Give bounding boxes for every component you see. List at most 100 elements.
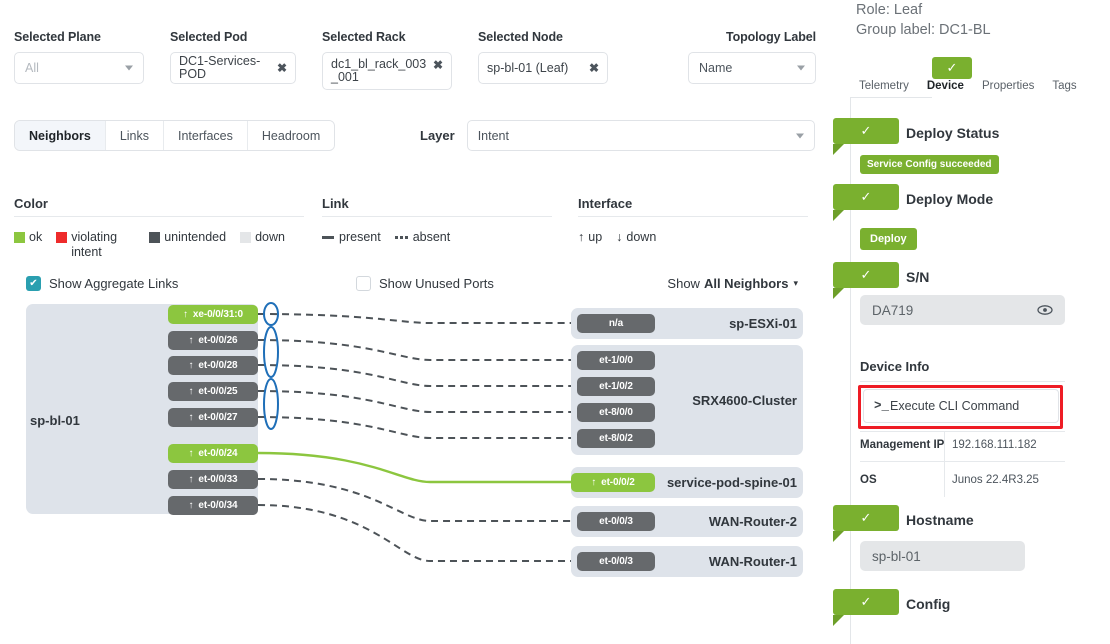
port-label: et-8/0/0	[599, 407, 633, 418]
eye-icon[interactable]	[1037, 303, 1053, 317]
port-chip-source-4[interactable]: ↑et-0/0/27	[168, 408, 258, 427]
deploy-mode-badge[interactable]: Deploy	[860, 228, 917, 250]
filter-bar: Selected Plane All Selected Pod DC1-Serv…	[0, 30, 828, 92]
legend-item-violating-intent: violating intent	[56, 230, 135, 260]
device-tab-status-badge: ✓	[932, 57, 972, 79]
link-paths	[257, 302, 572, 562]
serial-number-field[interactable]: DA719	[860, 295, 1065, 325]
divider	[850, 97, 932, 98]
port-chip-neighbor-1-1[interactable]: et-1/0/2	[577, 377, 655, 396]
tab-telemetry[interactable]: Telemetry	[859, 80, 909, 92]
filter-topology-label: Topology Label Name	[688, 30, 816, 84]
layer-label: Layer	[420, 128, 455, 143]
dotted-line-icon	[394, 236, 408, 239]
close-icon[interactable]: ✖	[588, 61, 599, 75]
port-chip-neighbor-2-0[interactable]: ↑et-0/0/2	[571, 473, 655, 492]
tab-links[interactable]: Links	[105, 121, 164, 150]
port-chip-neighbor-0-0[interactable]: n/a	[577, 314, 655, 333]
link-dashed	[257, 339, 571, 361]
port-chip-neighbor-1-2[interactable]: et-8/0/0	[577, 403, 655, 422]
port-chip-source-7[interactable]: ↑et-0/0/34	[168, 496, 258, 515]
serial-number-value: DA719	[872, 302, 914, 318]
terminal-prompt-icon: >_	[874, 399, 890, 413]
topology-graph[interactable]: sp-bl-01 ↑xe-0/0/31:0 ↑et-0/0/26 ↑et-0/0…	[0, 300, 828, 600]
show-unused-ports-toggle[interactable]: Show Unused Ports	[356, 276, 494, 291]
checkbox-checked-icon[interactable]: ✔	[26, 276, 41, 291]
port-chip-neighbor-1-0[interactable]: et-1/0/0	[577, 351, 655, 370]
show-unused-ports-label: Show Unused Ports	[379, 276, 494, 291]
topology-label-select[interactable]: Name	[688, 52, 816, 84]
port-chip-source-0[interactable]: ↑xe-0/0/31:0	[168, 305, 258, 324]
selected-rack-value: dc1_bl_rack_003_001	[331, 57, 427, 84]
port-label: et-0/0/24	[198, 448, 238, 459]
port-label: et-1/0/0	[599, 355, 633, 366]
legend-color: Color ok violating intent unintended do	[14, 196, 304, 260]
legend-label: down	[255, 230, 285, 244]
arrow-up-icon: ↑	[578, 230, 585, 244]
selected-pod-select[interactable]: DC1-Services-POD ✖	[170, 52, 296, 84]
selected-plane-value: All	[25, 61, 39, 75]
legend-item-up: ↑ up	[578, 230, 602, 244]
show-neighbors-dropdown[interactable]: Show All Neighbors ▾	[667, 276, 798, 291]
legend-interface: Interface ↑ up ↓ down	[578, 196, 808, 244]
panel-header: Role: Leaf Group label: DC1-BL	[856, 0, 991, 40]
hostname-value: sp-bl-01	[872, 548, 921, 564]
layer-select[interactable]: Intent	[466, 120, 815, 151]
selected-node-select[interactable]: sp-bl-01 (Leaf) ✖	[478, 52, 608, 84]
port-chip-neighbor-1-3[interactable]: et-8/0/2	[577, 429, 655, 448]
port-chip-source-5[interactable]: ↑et-0/0/24	[168, 444, 258, 463]
hostname-field[interactable]: sp-bl-01	[860, 541, 1025, 571]
port-chip-source-3[interactable]: ↑et-0/0/25	[168, 382, 258, 401]
legend-item-present: present	[322, 230, 381, 244]
legend-label: unintended	[164, 230, 227, 244]
os-key: OS	[860, 474, 877, 486]
tab-interfaces[interactable]: Interfaces	[164, 121, 248, 150]
port-chip-neighbor-4-0[interactable]: et-0/0/3	[577, 552, 655, 571]
highlight-annotation	[858, 385, 1063, 429]
legend-item-unintended: unintended	[149, 230, 226, 244]
chevron-down-icon	[796, 133, 804, 138]
close-icon[interactable]: ✖	[276, 61, 287, 75]
filter-selected-pod: Selected Pod DC1-Services-POD ✖	[170, 30, 296, 84]
selected-rack-select[interactable]: dc1_bl_rack_003_001 ✖	[322, 52, 452, 90]
port-label: n/a	[608, 318, 624, 329]
legend-title: Link	[322, 196, 349, 211]
tab-device[interactable]: Device	[926, 80, 964, 92]
layer-control: Layer Intent	[420, 120, 815, 151]
check-circle-icon: ✓	[860, 189, 872, 204]
selected-node-value: sp-bl-01 (Leaf)	[487, 60, 569, 75]
link-dashed	[257, 478, 571, 522]
color-swatch-ok	[14, 232, 25, 243]
port-chip-source-6[interactable]: ↑et-0/0/33	[168, 470, 258, 489]
arrow-up-icon: ↑	[591, 477, 597, 488]
legend-link: Link present absent	[322, 196, 552, 244]
color-swatch-violating	[56, 232, 68, 243]
port-chip-neighbor-3-0[interactable]: et-0/0/3	[577, 512, 655, 531]
deploy-status-flag: ✓	[833, 118, 899, 155]
port-label: et-0/0/3	[599, 516, 633, 527]
show-aggregate-links-toggle[interactable]: ✔ Show Aggregate Links	[26, 276, 178, 291]
selected-pod-value: DC1-Services-POD	[179, 54, 261, 81]
filter-label: Selected Rack	[322, 30, 406, 44]
config-title: Config	[906, 596, 951, 612]
selected-plane-select[interactable]: All	[14, 52, 144, 84]
chevron-down-icon	[797, 65, 805, 71]
port-chip-source-1[interactable]: ↑et-0/0/26	[168, 331, 258, 350]
arrow-up-icon: ↑	[188, 360, 194, 371]
tab-neighbors[interactable]: Neighbors	[15, 121, 106, 150]
topology-label-value: Name	[699, 61, 733, 75]
tab-headroom[interactable]: Headroom	[247, 121, 335, 150]
legend-label: absent	[412, 230, 451, 244]
link-solid-active	[257, 451, 572, 484]
tab-tags[interactable]: Tags	[1052, 80, 1077, 92]
port-chip-source-2[interactable]: ↑et-0/0/28	[168, 356, 258, 375]
hostname-flag: ✓	[833, 505, 899, 542]
divider	[14, 216, 304, 217]
tab-properties[interactable]: Properties	[981, 80, 1035, 92]
legend-item-absent: absent	[394, 230, 451, 244]
checkbox-unchecked-icon[interactable]	[356, 276, 371, 291]
management-ip-value: 192.168.111.182	[952, 439, 1037, 451]
port-label: et-0/0/26	[198, 335, 238, 346]
close-icon[interactable]: ✖	[432, 58, 443, 72]
execute-cli-command-button[interactable]: >_ Execute CLI Command	[863, 389, 1059, 423]
